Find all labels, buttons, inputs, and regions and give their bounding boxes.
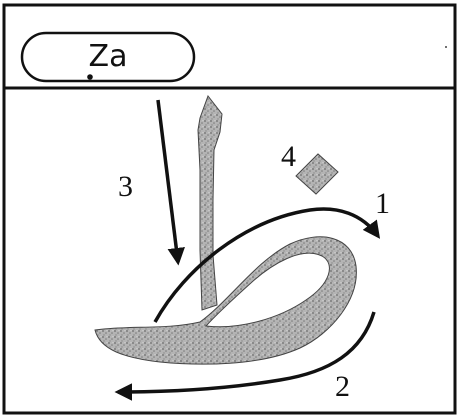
step-number-1: 1 xyxy=(375,187,390,220)
label-dot xyxy=(87,74,93,80)
arrow-step-3 xyxy=(156,99,185,266)
label-pill xyxy=(20,31,196,83)
arrow-step-1 xyxy=(153,207,381,323)
speck xyxy=(445,46,447,48)
letter-loop-body xyxy=(94,236,357,365)
letter-dot-diamond xyxy=(295,153,339,195)
label-text: Za xyxy=(89,39,128,74)
letter-vertical-stroke xyxy=(197,94,223,311)
za-letter-shape xyxy=(94,94,357,365)
step-number-4: 4 xyxy=(281,140,296,173)
diagram-border xyxy=(2,3,457,415)
arrow-step-2 xyxy=(114,311,376,401)
letter-name-label: Za xyxy=(20,31,196,83)
step-number-2: 2 xyxy=(335,370,350,403)
step-number-3: 3 xyxy=(118,170,133,203)
